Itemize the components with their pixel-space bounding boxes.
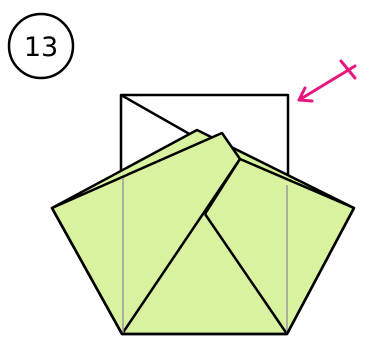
step-circle-icon	[7, 12, 75, 80]
right-panel-edges	[203, 157, 355, 335]
bottom-edge	[50, 207, 356, 336]
fold-arrow-icon	[297, 59, 357, 103]
step-number-badge: 13	[7, 12, 75, 80]
step-number: 13	[24, 32, 58, 63]
crease-lines	[122, 178, 288, 334]
